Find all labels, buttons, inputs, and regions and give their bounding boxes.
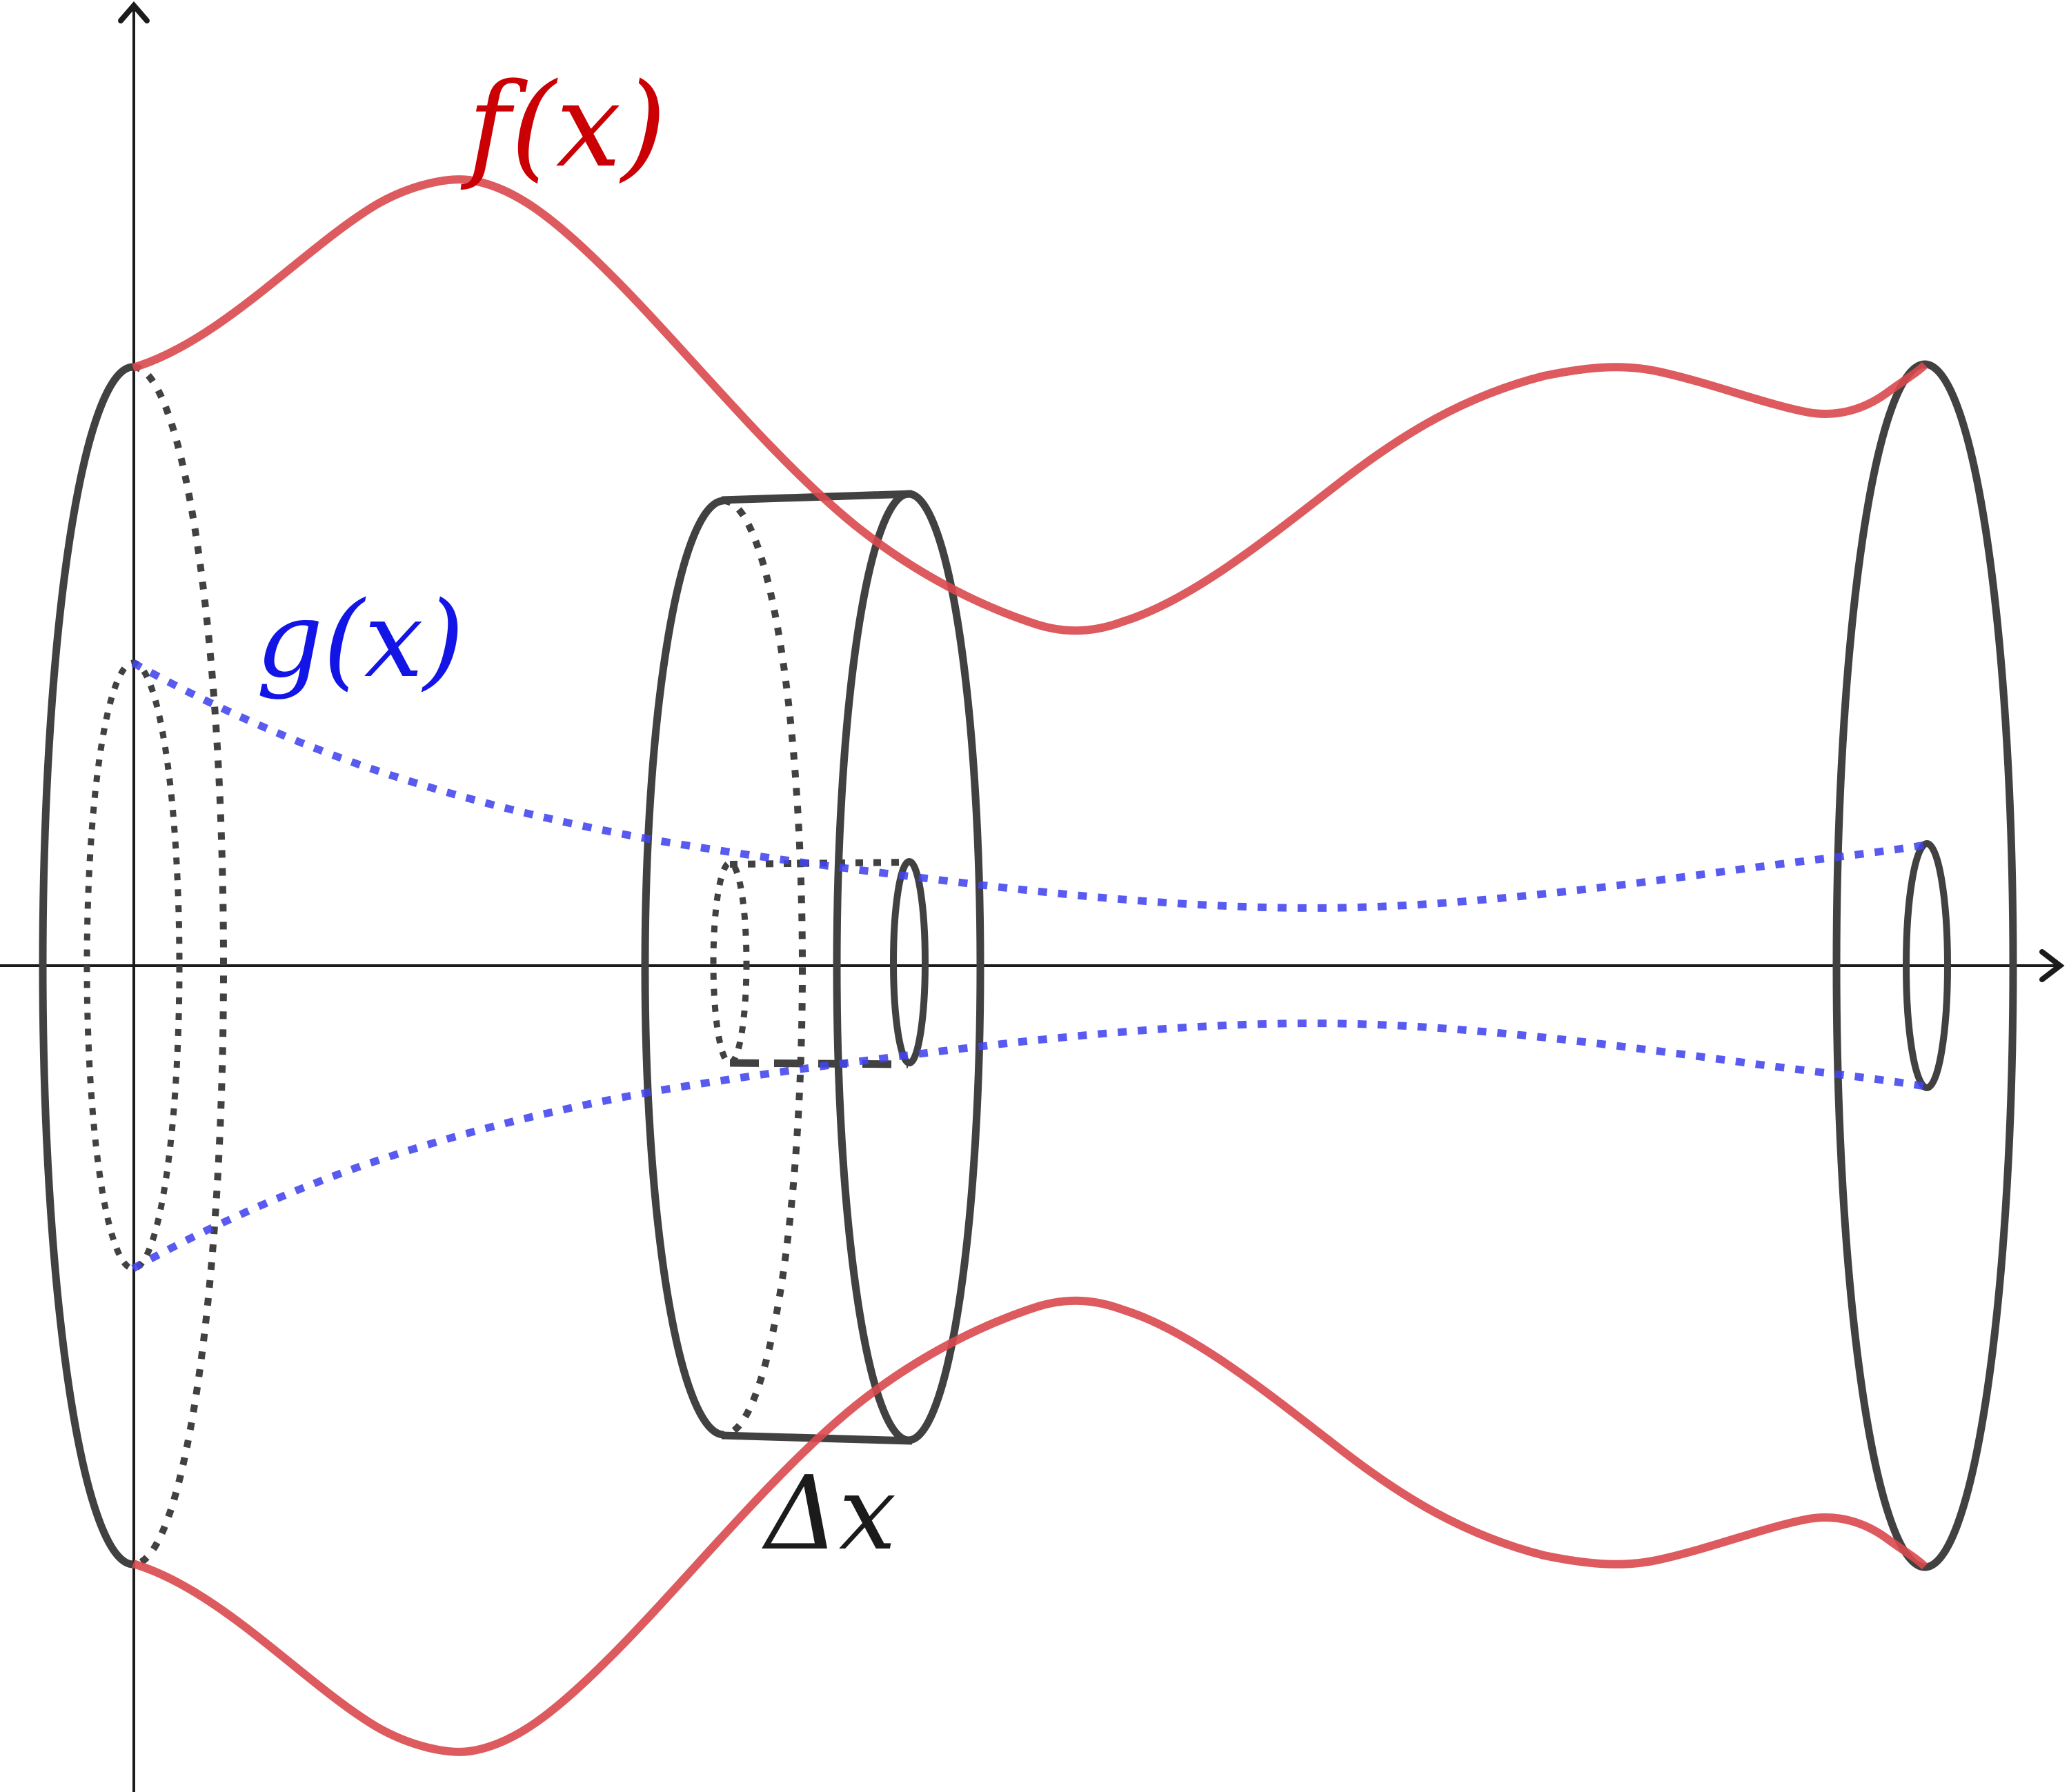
f-label: f(x) <box>460 58 666 193</box>
washer-hole-bottom-edge-dashed <box>729 1059 909 1068</box>
washer-hole-right-face-ellipse <box>890 858 929 1066</box>
y-axis <box>118 1 150 1792</box>
x-axis-arrow-icon <box>2039 949 2065 982</box>
f-curve-group <box>132 175 1928 1756</box>
x-axis <box>0 949 2065 982</box>
y-axis-arrow-icon <box>118 1 150 23</box>
washer-hole-left-face-ellipse-dotted <box>710 859 750 1066</box>
washer-left-face-back-arc-dotted <box>723 497 806 1438</box>
washer-slab <box>641 490 984 1445</box>
washer-left-face-front-arc <box>641 497 724 1439</box>
left-outer-ellipse-back-arc-dotted <box>132 364 228 1568</box>
f-curve-top <box>132 175 1928 635</box>
right-inner-hole-ellipse <box>1903 840 1951 1091</box>
washer-hole-top-edge-dotted <box>729 859 909 868</box>
right-end-disk <box>1832 360 2017 1571</box>
right-outer-ellipse <box>1832 360 2017 1571</box>
g-curve-group <box>131 659 1926 1272</box>
left-outer-ellipse-front-arc <box>39 363 134 1569</box>
f-curve-bottom <box>132 1296 1928 1756</box>
delta-x-label: Δx <box>762 1454 896 1573</box>
g-curve-top <box>131 659 1926 912</box>
g-label: g(x) <box>256 579 464 701</box>
g-curve-bottom <box>131 1019 1926 1272</box>
